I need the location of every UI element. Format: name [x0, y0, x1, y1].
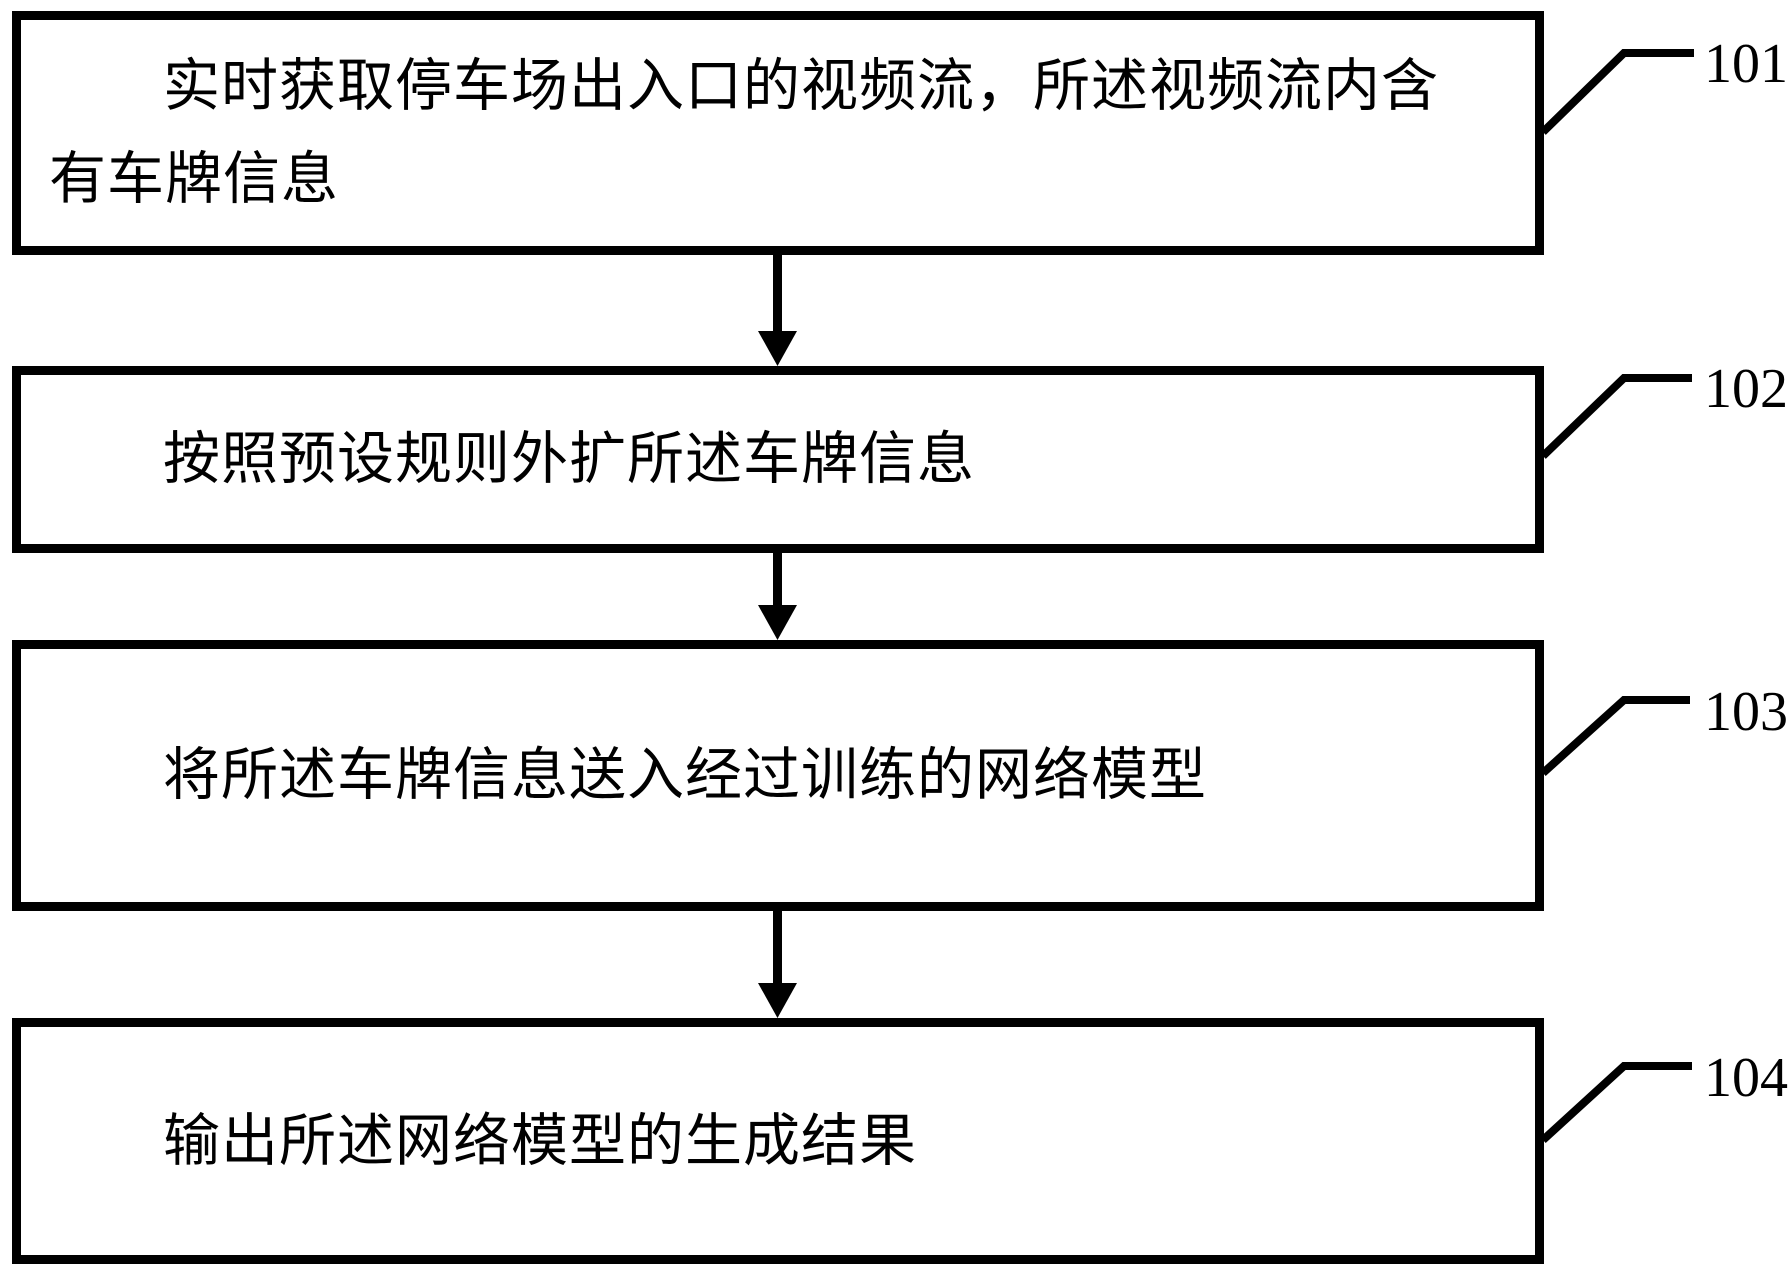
- step-text-103: 将所述车牌信息送入经过训练的网络模型: [163, 742, 1207, 809]
- down-arrow-icon: [758, 255, 797, 366]
- down-arrow-icon: [758, 550, 797, 640]
- ref-connector-102: [1540, 374, 1692, 459]
- down-arrow-icon: [758, 908, 797, 1018]
- step-box-103: 将所述车牌信息送入经过训练的网络模型: [12, 640, 1544, 911]
- step-text-104: 输出所述网络模型的生成结果: [163, 1107, 917, 1174]
- ref-connector-104: [1540, 1062, 1692, 1143]
- step-box-101: 实时获取停车场出入口的视频流，所述视频流内含有车牌信息: [12, 11, 1544, 255]
- ref-label-102: 102: [1704, 358, 1788, 420]
- step-box-104: 输出所述网络模型的生成结果: [12, 1018, 1544, 1264]
- ref-label-104: 104: [1704, 1047, 1788, 1109]
- ref-label-103: 103: [1704, 681, 1788, 743]
- ref-connector-103: [1540, 696, 1690, 776]
- step-box-102: 按照预设规则外扩所述车牌信息: [12, 366, 1544, 553]
- ref-label-101: 101: [1704, 33, 1788, 95]
- step-text-101: 实时获取停车场出入口的视频流，所述视频流内含有车牌信息: [49, 53, 1439, 212]
- ref-connector-101: [1540, 49, 1694, 135]
- step-text-102: 按照预设规则外扩所述车牌信息: [163, 426, 975, 493]
